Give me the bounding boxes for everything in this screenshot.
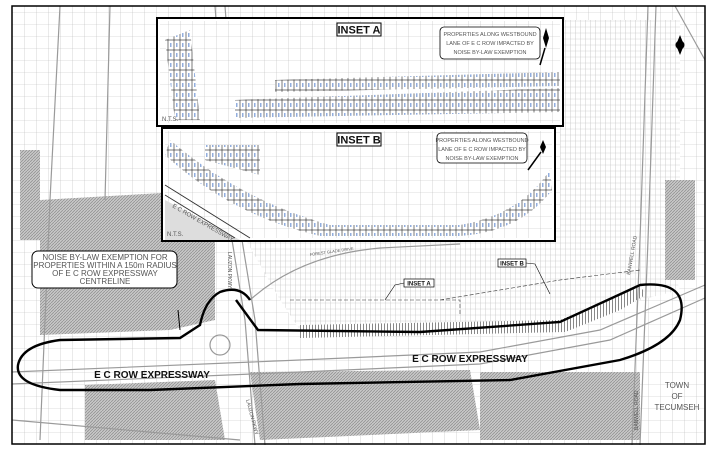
inset-a-note: LANE OF E C ROW IMPACTED BY (446, 41, 534, 47)
impacted-lots (165, 30, 200, 120)
lauzon-label-north: LAUZON PKWY (226, 252, 232, 289)
inset-a-title: INSET A (338, 25, 381, 37)
inset-a-note: NOISE BY-LAW EXEMPTION (454, 50, 527, 56)
residential-area-east (560, 20, 680, 280)
exemption-boundary-line (16, 283, 683, 392)
callout-line: OF E C ROW EXPRESSWAY (52, 269, 158, 278)
inset-b-pointer-label: INSET B (500, 262, 524, 268)
municipality-label: TOWN OF TECUMSEH (655, 381, 700, 412)
inset-b-note: PROPERTIES ALONG WESTBOUND (435, 138, 528, 144)
north-arrow-icon (539, 28, 549, 66)
hatched-zone (480, 372, 640, 440)
callout-line: NOISE BY-LAW EXEMPTION FOR (42, 253, 167, 262)
inset-b-note: NOISE BY-LAW EXEMPTION (446, 156, 519, 162)
hatched-zone (665, 180, 695, 280)
inset-b-title: INSET B (337, 135, 380, 147)
north-arrow-icon (527, 140, 546, 171)
expressway-label-west: E C ROW EXPRESSWAY (94, 370, 210, 381)
inset-boundary-lines (290, 269, 641, 315)
inset-a-pointer-label: INSET A (407, 282, 431, 288)
inset-b: INSET B PROPERTIES ALONG WESTBOUND LANE … (161, 127, 556, 243)
inset-b-note: LANE OF E C ROW IMPACTED BY (438, 147, 526, 153)
exemption-callout: NOISE BY-LAW EXEMPTION FOR PROPERTIES WI… (31, 250, 178, 289)
impacted-lots (275, 72, 560, 92)
callout-line: CENTRELINE (80, 277, 131, 286)
hatched-zone (250, 370, 480, 440)
impacted-properties-strip (300, 285, 645, 338)
expressway-label-east: E C ROW EXPRESSWAY (412, 354, 528, 365)
impacted-lots (165, 140, 552, 236)
impacted-lots (205, 145, 260, 175)
hatched-zone (85, 380, 225, 440)
municipality-line: TOWN (665, 381, 690, 390)
callout-line: PROPERTIES WITHIN A 150m RADIUS (33, 261, 176, 270)
inset-a-pointer: INSET A (384, 278, 435, 301)
municipality-line: TECUMSEH (655, 403, 700, 412)
inset-a: INSET A PROPERTIES ALONG WESTBOUND LANE … (156, 17, 564, 127)
hatched-zone (20, 150, 40, 240)
inset-a-note: PROPERTIES ALONG WESTBOUND (443, 32, 536, 38)
north-arrow-icon (675, 35, 685, 55)
municipality-line: OF (671, 392, 682, 401)
forest-glade-label: FOREST GLADE DRIVE (309, 246, 354, 257)
callout-leader (177, 309, 181, 331)
impacted-lots (235, 88, 560, 118)
map-border (11, 5, 706, 445)
banwell-label-south: BANWELL ROAD (634, 390, 640, 430)
inset-b-scale: N.T.S. (167, 232, 184, 238)
inset-a-scale: N.T.S. (162, 117, 179, 123)
inset-b-pointer: INSET B (497, 258, 551, 295)
